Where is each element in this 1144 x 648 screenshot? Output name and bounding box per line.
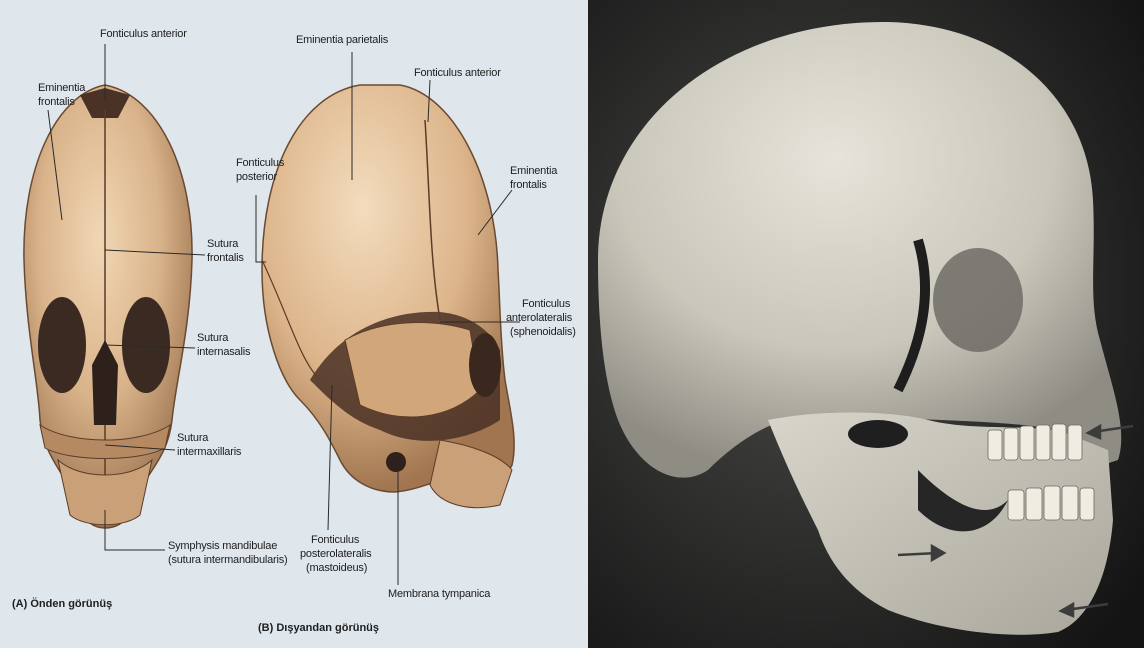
label-sutura-intermaxillaris-line1: Sutura <box>177 432 208 445</box>
label-eminentia-parietalis: Eminentia parietalis <box>296 34 388 47</box>
label-sutura-internasalis-line2: internasalis <box>197 346 250 359</box>
label-sutura-frontalis-line2: frontalis <box>207 252 244 265</box>
skull-photograph-panel <box>588 0 1144 648</box>
label-fonticulus-posterolateralis-line2: posterolateralis <box>300 548 371 561</box>
label-fonticulus-anterolateralis-line2: anterolateralis <box>506 312 572 325</box>
skull-front-view <box>24 85 192 528</box>
label-symphysis-mandibulae-line2: (sutura intermandibularis) <box>168 554 288 567</box>
label-fonticulus-anterolateralis-line3: (sphenoidalis) <box>510 326 576 339</box>
label-eminentia-frontalis-a-line1: Eminentia <box>38 82 85 95</box>
caption-lateral-view: (B) Dışyandan görünüş <box>258 622 379 634</box>
skull-illustrations <box>0 0 588 648</box>
caption-front-view: (A) Önden görünüş <box>12 598 112 610</box>
label-sutura-frontalis-line1: Sutura <box>207 238 238 251</box>
skull-photograph <box>588 0 1144 648</box>
label-eminentia-frontalis-b-line2: frontalis <box>510 179 547 192</box>
label-sutura-internasalis-line1: Sutura <box>197 332 228 345</box>
label-membrana-tympanica: Membrana tympanica <box>388 588 490 601</box>
label-eminentia-frontalis-a-line2: frontalis <box>38 96 75 109</box>
label-symphysis-mandibulae-line1: Symphysis mandibulae <box>168 540 277 553</box>
label-fonticulus-anterior-b: Fonticulus anterior <box>414 67 501 80</box>
label-fonticulus-posterior-line1: Fonticulus <box>236 157 284 170</box>
label-sutura-intermaxillaris-line2: intermaxillaris <box>177 446 241 459</box>
label-fonticulus-anterior-a: Fonticulus anterior <box>100 28 187 41</box>
illustration-panel: Fonticulus anterior Eminentia frontalis … <box>0 0 588 648</box>
label-fonticulus-posterolateralis-line3: (mastoideus) <box>306 562 367 575</box>
label-fonticulus-posterior-line2: posterior <box>236 171 277 184</box>
skull-lateral-view <box>262 85 514 508</box>
label-fonticulus-anterolateralis-line1: Fonticulus <box>522 298 570 311</box>
label-eminentia-frontalis-b-line1: Eminentia <box>510 165 557 178</box>
label-fonticulus-posterolateralis-line1: Fonticulus <box>311 534 359 547</box>
